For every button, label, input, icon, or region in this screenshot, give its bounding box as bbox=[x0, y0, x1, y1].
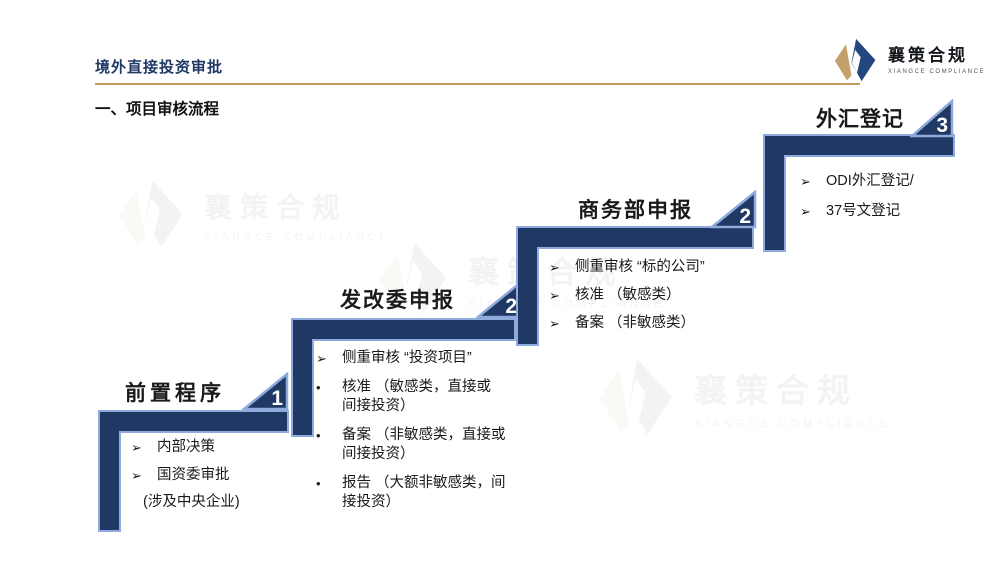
list-item: ➢ ODI外汇登记/ bbox=[800, 173, 914, 189]
brand-logo-icon bbox=[599, 359, 672, 435]
list-item: ➢ 备案 （非敏感类） bbox=[549, 315, 696, 331]
step3-number: 2 bbox=[739, 205, 751, 228]
list-item: (涉及中央企业) bbox=[143, 494, 240, 510]
step2-bullets: ➢ 侧重审核 “投资项目” • 核准 （敏感类，直接或 间接投资） • 备案 （… bbox=[316, 349, 551, 522]
brand-subtitle: XIANGCE COMPLIANCE bbox=[888, 68, 986, 75]
page-title: 一、项目审核流程 bbox=[95, 101, 220, 118]
watermark: 襄策合规 XIANGCE COMPLIANCE bbox=[598, 352, 891, 442]
dot-bullet-icon: • bbox=[316, 427, 321, 443]
brand-name: 襄策合规 bbox=[888, 45, 968, 65]
brand-logo-icon bbox=[834, 38, 876, 82]
watermark: 襄策合规 XIANGCE COMPLIANCE bbox=[118, 176, 390, 252]
brand-logo-icon bbox=[119, 180, 183, 248]
list-item: • 核准 （敏感类，直接或 间接投资） bbox=[316, 378, 492, 415]
step4-bullets: ➢ ODI外汇登记/ ➢ 37号文登记 bbox=[800, 172, 975, 231]
dot-bullet-icon: • bbox=[316, 475, 321, 491]
step4-number: 3 bbox=[936, 114, 948, 137]
step2-number: 2 bbox=[505, 295, 517, 318]
brand-logo-icon bbox=[379, 243, 447, 313]
watermark-name: 襄策合规 bbox=[468, 254, 624, 290]
step4-title: 外汇登记 bbox=[816, 108, 904, 131]
list-item: ➢ 核准 （敏感类） bbox=[549, 287, 681, 303]
step2-stair-bar bbox=[291, 318, 516, 437]
step4-stair-bar bbox=[763, 134, 955, 252]
step2-title: 发改委申报 bbox=[340, 289, 455, 312]
step3-number-badge: 2 bbox=[710, 190, 757, 229]
arrow-bullet-icon: ➢ bbox=[316, 351, 327, 366]
arrow-bullet-icon: ➢ bbox=[800, 174, 811, 189]
step1-title: 前置程序 bbox=[125, 382, 225, 405]
arrow-bullet-icon: ➢ bbox=[800, 203, 811, 219]
arrow-bullet-icon: ➢ bbox=[131, 467, 142, 483]
watermark-subtitle: XIANGCE COMPLIANCE bbox=[204, 231, 390, 243]
gold-divider bbox=[95, 83, 860, 85]
arrow-bullet-icon: ➢ bbox=[131, 440, 142, 455]
step1-number: 1 bbox=[271, 387, 283, 410]
list-item: ➢ 侧重审核 “标的公司” bbox=[549, 259, 705, 275]
list-item: • 报告 （大额非敏感类，间 接投资） bbox=[316, 474, 506, 511]
list-item: ➢ 内部决策 bbox=[131, 439, 215, 455]
brand-logo: 襄策合规 XIANGCE COMPLIANCE bbox=[834, 36, 985, 84]
watermark-name: 襄策合规 bbox=[694, 372, 858, 409]
list-item: ➢ 37号文登记 bbox=[800, 202, 901, 219]
arrow-bullet-icon: ➢ bbox=[549, 316, 560, 331]
arrow-bullet-icon: ➢ bbox=[549, 260, 560, 275]
step1-stair-bar bbox=[98, 410, 289, 532]
step3-bullets: ➢ 侧重审核 “标的公司” ➢ 核准 （敏感类） ➢ 备案 （非敏感类） bbox=[549, 258, 779, 342]
list-item: ➢ 国资委审批 bbox=[131, 466, 230, 483]
watermark-subtitle: XIANGCE COMPLIANCE bbox=[694, 418, 892, 430]
list-item: • 备案 （非敏感类，直接或 间接投资） bbox=[316, 426, 506, 463]
step4-number-badge: 3 bbox=[910, 99, 954, 138]
arrow-bullet-icon: ➢ bbox=[549, 288, 560, 303]
step3-title: 商务部申报 bbox=[578, 199, 693, 222]
step1-bullets: ➢ 内部决策 ➢ 国资委审批 (涉及中央企业) bbox=[131, 438, 311, 521]
watermark-name: 襄策合规 bbox=[204, 191, 349, 223]
step1-number-badge: 1 bbox=[242, 372, 289, 411]
dot-bullet-icon: • bbox=[316, 379, 321, 395]
list-item: ➢ 侧重审核 “投资项目” bbox=[316, 350, 472, 366]
header-title: 境外直接投资审批 bbox=[95, 59, 224, 76]
